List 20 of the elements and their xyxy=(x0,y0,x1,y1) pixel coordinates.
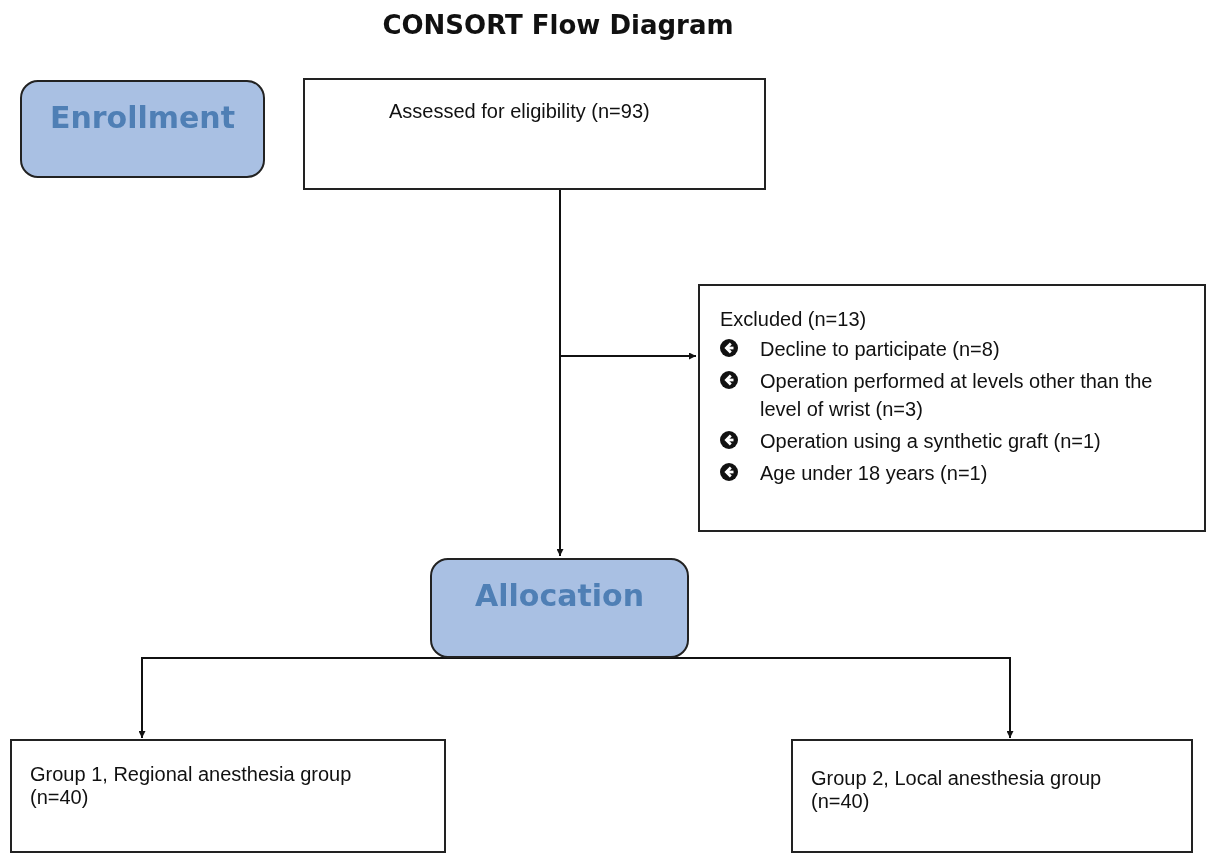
box-text: Group 1, Regional anesthesia group (n=40) xyxy=(30,763,353,809)
stage-box xyxy=(430,558,689,658)
arrow xyxy=(559,189,697,360)
diagram-title: CONSORT Flow Diagram xyxy=(381,10,735,40)
stage-box xyxy=(20,80,265,178)
box-text: Assessed for eligibility (n=93) xyxy=(389,100,651,123)
box-text: Group 2, Local anesthesia group (n=40) xyxy=(811,767,1103,813)
process-box xyxy=(791,739,1193,853)
arrow xyxy=(559,657,1014,739)
exclusion-reason: Operation using a synthetic graft (n=1) xyxy=(760,429,1101,454)
process-box xyxy=(303,78,766,190)
exclusion-reason: Operation performed at levels other than the level of wrist (n=3) xyxy=(760,369,1154,422)
stage-label: Enrollment xyxy=(49,100,236,135)
box-heading: Excluded (n=13) xyxy=(720,308,868,331)
exclusion-reason: Decline to participate (n=8) xyxy=(760,337,1000,362)
exclusion-reason: Age under 18 years (n=1) xyxy=(760,461,988,486)
exclusion-box xyxy=(698,284,1206,532)
process-box xyxy=(10,739,446,853)
arrow xyxy=(138,657,561,739)
stage-label: Allocation xyxy=(475,578,644,613)
